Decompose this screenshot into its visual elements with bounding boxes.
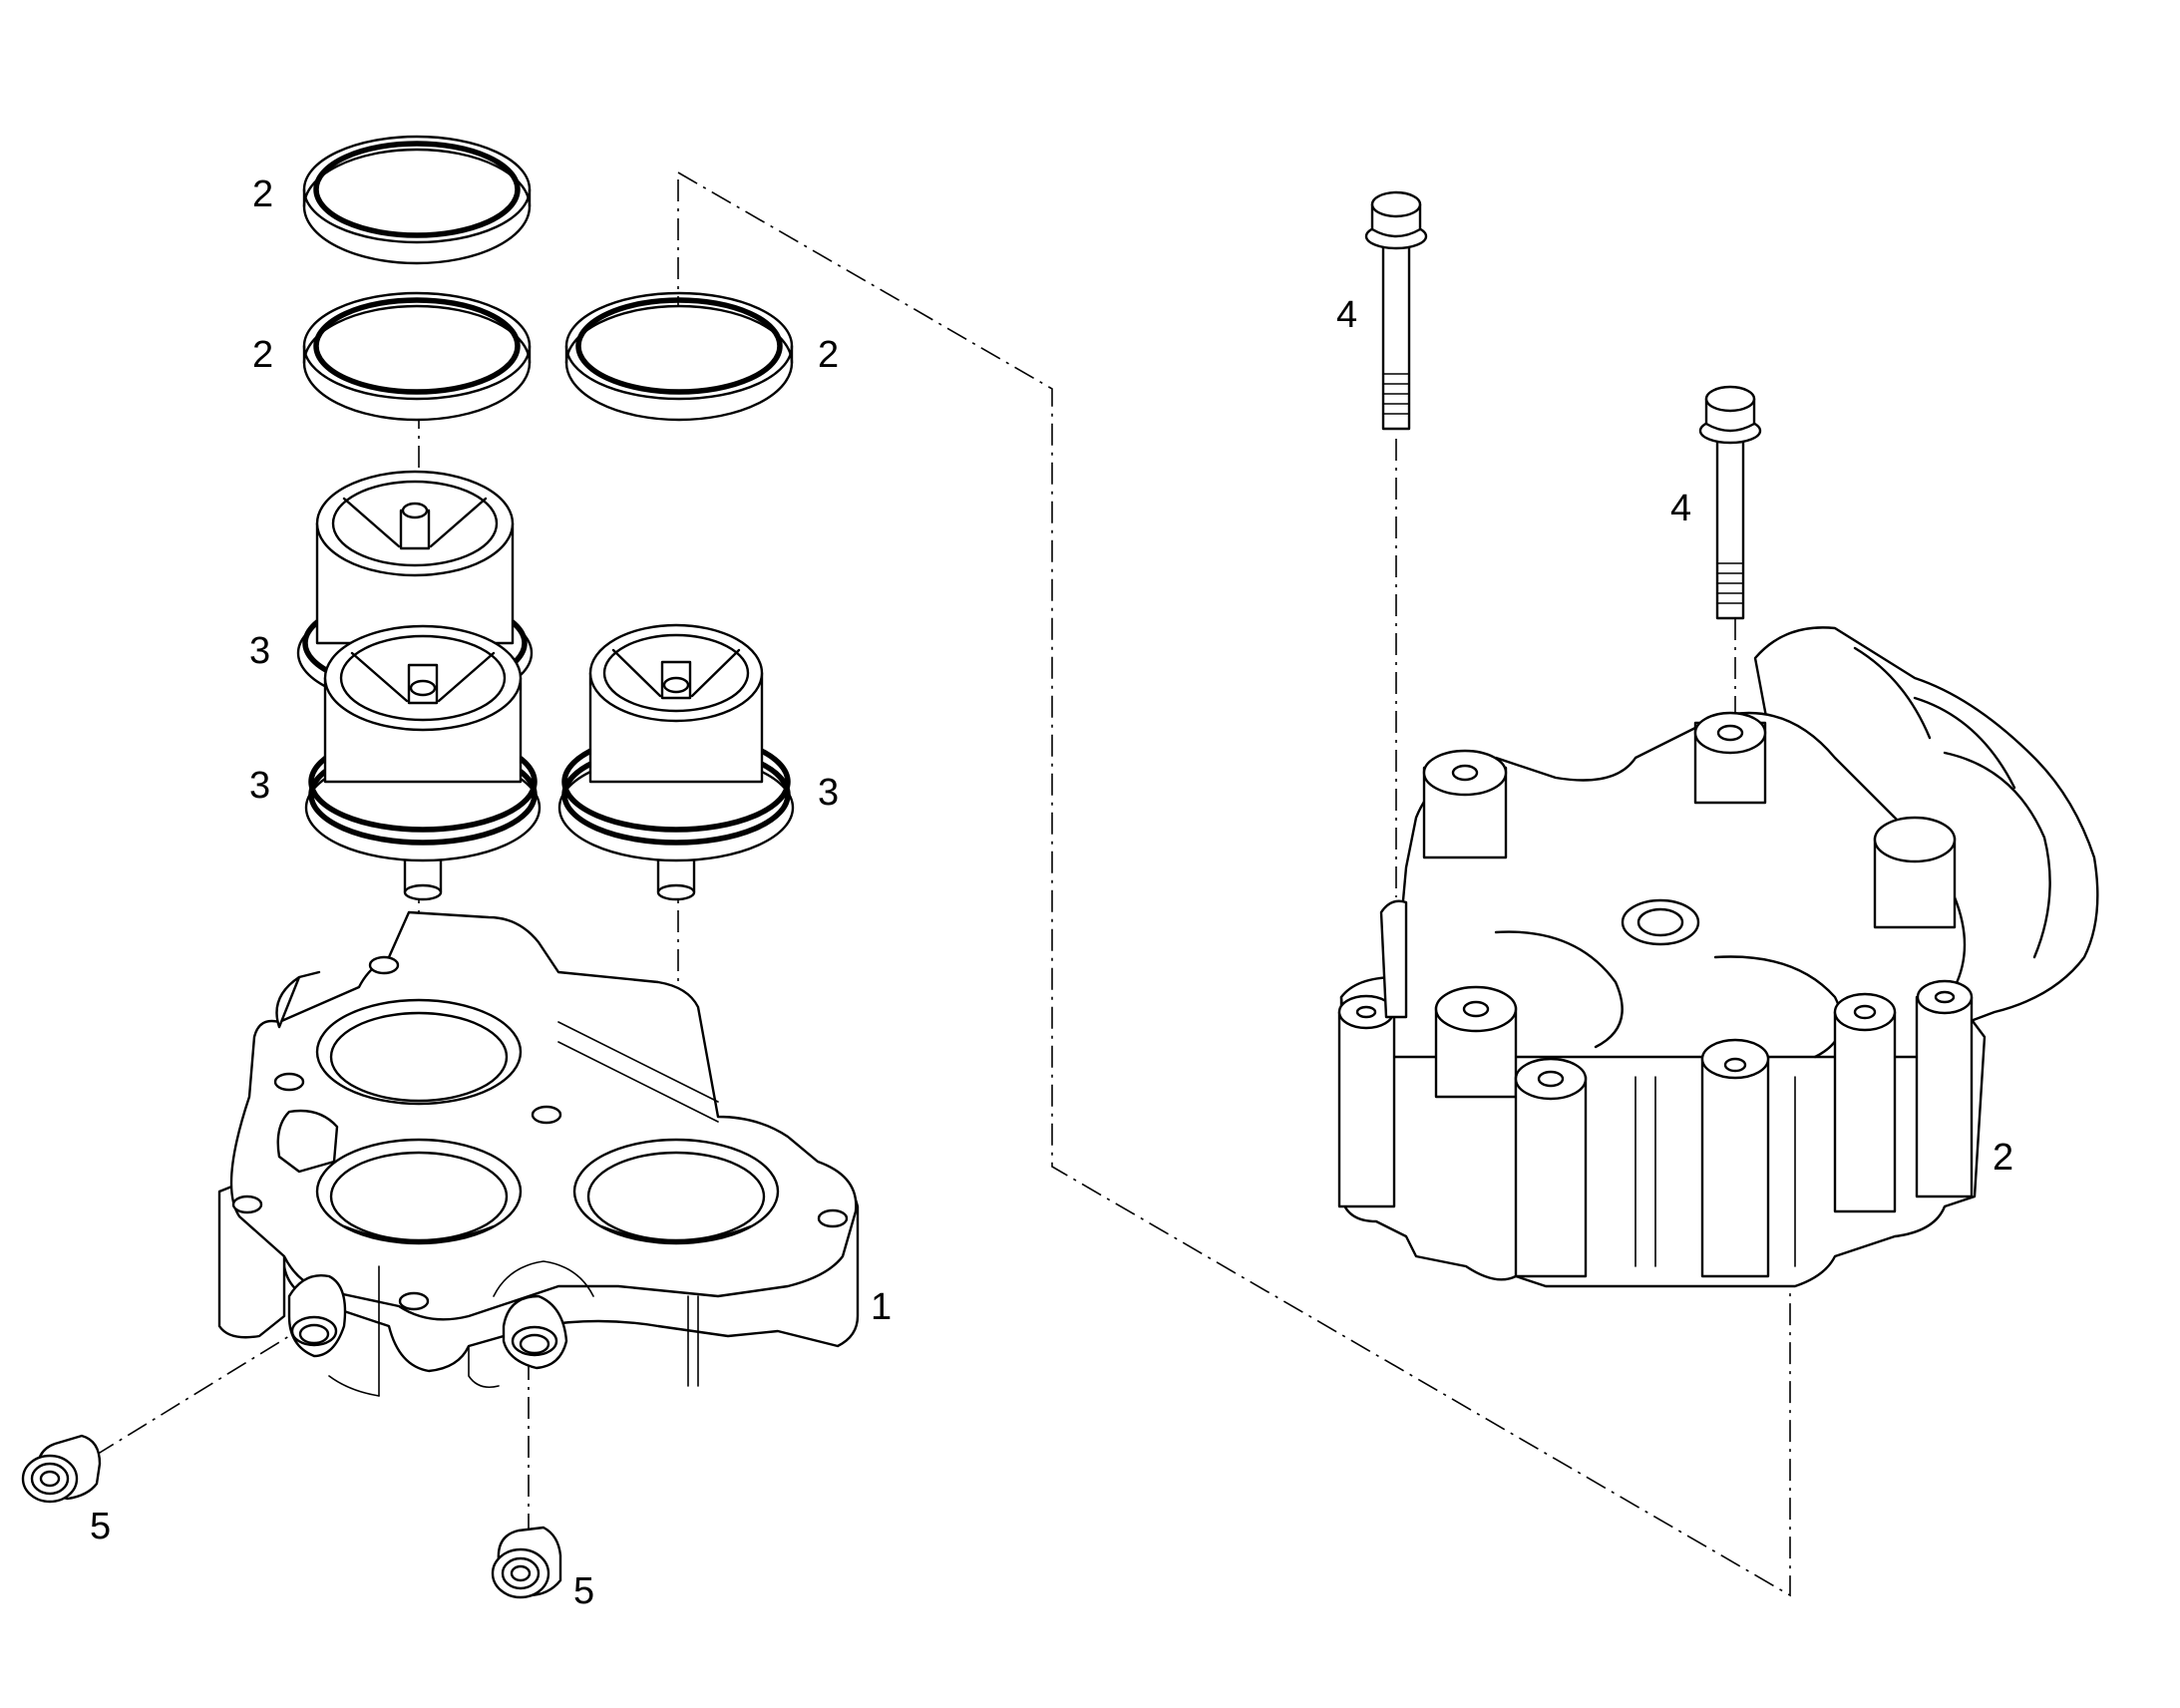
thermostat-upper-left bbox=[296, 470, 534, 707]
thermostat-right bbox=[557, 623, 795, 901]
seal-ring-top-left bbox=[302, 135, 532, 265]
dashed-reference-plane bbox=[677, 171, 1791, 1597]
callout-thermostat-right: 3 bbox=[818, 772, 839, 814]
callout-plug-bottom: 5 bbox=[573, 1570, 594, 1612]
callout-housing-left: 1 bbox=[871, 1286, 892, 1328]
callout-plug-left: 5 bbox=[90, 1506, 111, 1547]
seal-ring-mid-left bbox=[302, 291, 532, 422]
callout-housing-right: 2 bbox=[1993, 1137, 2013, 1179]
seal-ring-right bbox=[564, 291, 794, 422]
thermostat-lower-left bbox=[304, 624, 542, 901]
bolt-right bbox=[1698, 385, 1762, 620]
thermostat-housing-left bbox=[217, 910, 860, 1397]
plug-bottom bbox=[491, 1526, 562, 1599]
plug-left bbox=[21, 1434, 102, 1504]
thermostat-housing-right bbox=[1337, 626, 2099, 1288]
callout-ring-right: 2 bbox=[818, 334, 839, 376]
callout-labels: 2 2 2 3 3 3 1 2 4 4 5 5 bbox=[90, 173, 2013, 1612]
callout-thermostat-upper-left: 3 bbox=[249, 630, 270, 672]
callout-bolt-right: 4 bbox=[1670, 488, 1691, 529]
callout-ring-top-left: 2 bbox=[252, 173, 273, 215]
callout-bolt-left: 4 bbox=[1336, 294, 1357, 336]
callout-ring-mid-left: 2 bbox=[252, 334, 273, 376]
callout-thermostat-lower-left: 3 bbox=[249, 765, 270, 807]
bolt-left bbox=[1364, 190, 1428, 431]
